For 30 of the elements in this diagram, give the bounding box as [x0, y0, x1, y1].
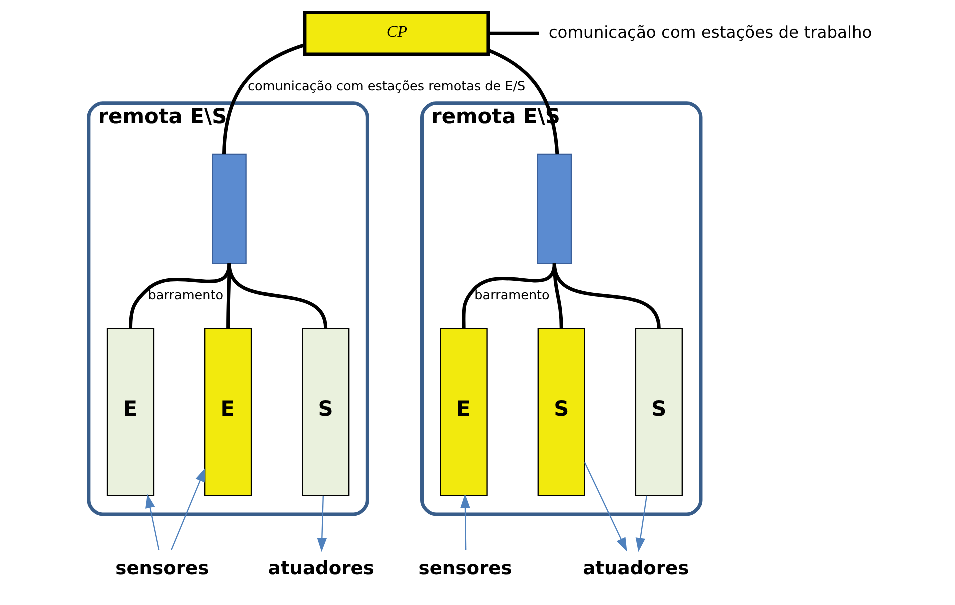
arrow	[460, 494, 470, 550]
edge-label: barramento	[474, 288, 550, 304]
node-text: sensores	[115, 558, 209, 580]
arrow	[170, 468, 206, 550]
edge-label: comunicação com estações remotas de E/S	[247, 79, 526, 94]
node-box: CP	[302, 11, 490, 56]
arrow	[635, 496, 648, 552]
node-box: E	[204, 328, 252, 496]
connector	[552, 263, 660, 329]
connector	[222, 44, 305, 154]
arrow	[584, 462, 627, 552]
connector	[488, 32, 539, 36]
node-text: comunicação com estações de trabalho	[548, 22, 872, 42]
connector	[226, 264, 231, 329]
node-box: S	[537, 328, 585, 496]
node-box	[212, 154, 246, 264]
connector	[227, 263, 328, 329]
node-box: S	[302, 328, 350, 496]
arrow	[316, 496, 327, 552]
node-text: atuadores	[268, 558, 374, 580]
node-box: S	[634, 328, 682, 496]
arrow	[145, 494, 160, 550]
node-text: atuadores	[582, 558, 689, 580]
edge-label: barramento	[148, 288, 224, 304]
connector	[128, 263, 231, 329]
connector	[487, 48, 559, 154]
node-box	[536, 154, 572, 264]
node-box: E	[106, 328, 154, 496]
node-text: sensores	[418, 558, 512, 580]
node-box: E	[440, 328, 488, 496]
